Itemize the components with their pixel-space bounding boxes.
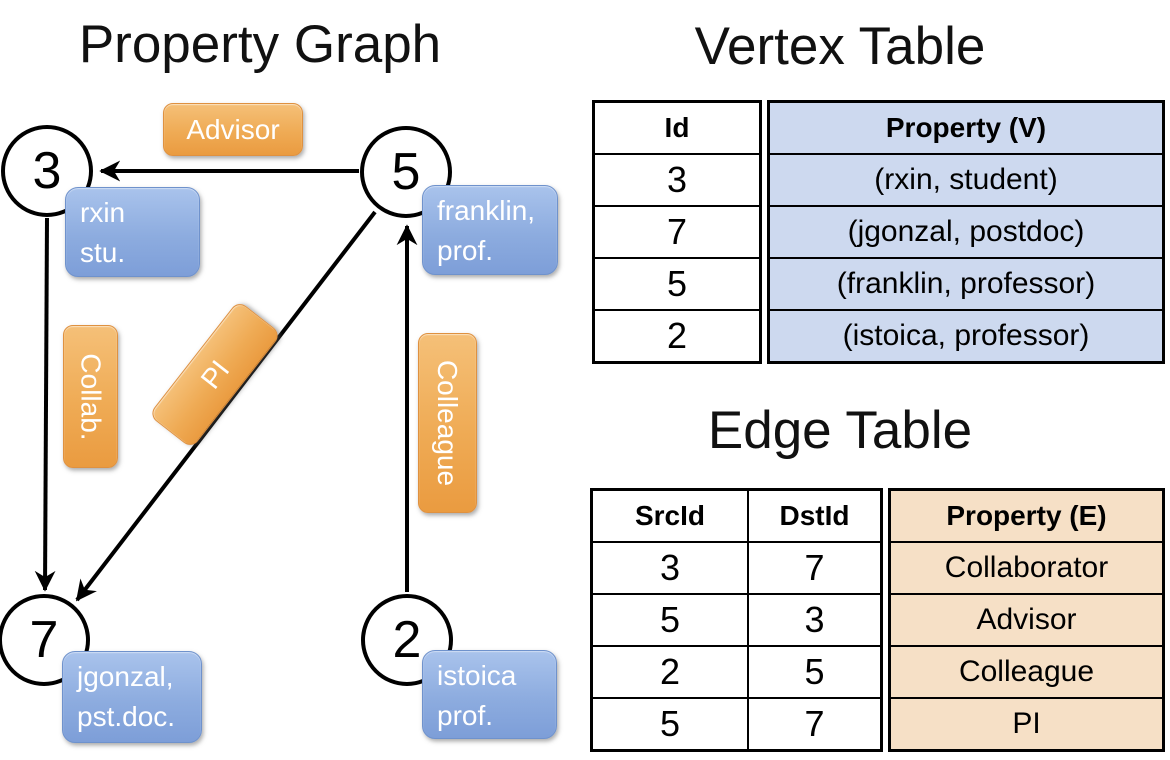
table-row: Collaborator <box>888 541 1165 595</box>
edge-header-row: SrcId DstId <box>590 488 883 543</box>
vertex-property-box-2-line2: prof. <box>437 700 494 731</box>
vertex-node-3-id: 3 <box>32 142 62 200</box>
table-row: 7 <box>592 205 762 259</box>
edge-property-cell: Colleague <box>888 645 1165 699</box>
edge-label-advisor: Advisor <box>163 103 303 156</box>
vertex-property-box-3-line2: stu. <box>80 237 126 268</box>
vertex-node-2: 2 <box>361 594 453 686</box>
table-row: (franklin, professor) <box>767 257 1165 311</box>
vertex-id-cell: 2 <box>592 309 762 364</box>
vertex-id-cell: 7 <box>592 205 762 259</box>
graph-edges-layer <box>34 160 418 602</box>
edge-property-header: Property (E) <box>888 488 1165 543</box>
vertex-property-cell: (istoica, professor) <box>767 309 1165 364</box>
table-row: (rxin, student) <box>767 153 1165 207</box>
vertex-property-box-7-line1: jgonzal, <box>77 661 174 692</box>
vertex-id-cell: 3 <box>592 153 762 207</box>
vertex-id-column: Id 3 7 5 2 <box>592 100 762 364</box>
edge-property-cell: Advisor <box>888 593 1165 647</box>
edge-srcid-cell: 2 <box>590 645 749 699</box>
edge-property-cell: Collaborator <box>888 541 1165 595</box>
edge-label-advisor-text: Advisor <box>186 113 280 145</box>
table-row: 2 <box>592 309 762 364</box>
edge-label-collab-text: Collab. <box>75 352 107 441</box>
vertex-table: Id 3 7 5 2 Property (V) (rxin, student) … <box>592 100 1165 364</box>
edge-property-cell: PI <box>888 697 1165 752</box>
vertex-property-cell: (franklin, professor) <box>767 257 1165 311</box>
edge-dstid-cell: 3 <box>747 593 883 647</box>
vertex-node-5: 5 <box>360 126 452 218</box>
table-row: 5 <box>592 257 762 311</box>
vertex-property-box-5-line1: franklin, <box>437 195 536 226</box>
vertex-node-5-id: 5 <box>391 143 421 201</box>
vertex-property-box-5-line2: prof. <box>437 235 494 266</box>
edge-srcid-header: SrcId <box>590 488 749 543</box>
edge-srcid-cell: 5 <box>590 697 749 752</box>
vertex-id-header: Id <box>592 100 762 155</box>
edge-label-collab: Collab. <box>63 325 118 468</box>
edge-collab-3-to-7 <box>34 217 56 592</box>
table-row: Colleague <box>888 645 1165 699</box>
vertex-property-box-2-line1: istoica <box>437 660 517 691</box>
vertex-property-box-5: franklin, prof. <box>422 185 558 275</box>
table-row: 3 7 <box>590 541 883 595</box>
edge-srcid-cell: 5 <box>590 593 749 647</box>
vertex-node-2-id: 2 <box>392 611 422 669</box>
vertex-property-box-3-line1: rxin <box>80 197 126 228</box>
vertex-property-header: Property (V) <box>767 100 1165 155</box>
vertex-property-box-2: istoica prof. <box>422 650 557 739</box>
table-row: (jgonzal, postdoc) <box>767 205 1165 259</box>
edge-label-pi-text: PI <box>194 354 235 395</box>
edge-dstid-cell: 5 <box>747 645 883 699</box>
edge-srcid-cell: 3 <box>590 541 749 595</box>
edge-label-colleague: Colleague <box>418 333 477 513</box>
vertex-property-cell: (jgonzal, postdoc) <box>767 205 1165 259</box>
table-row: 5 7 <box>590 697 883 752</box>
table-row: PI <box>888 697 1165 752</box>
table-row: (istoica, professor) <box>767 309 1165 364</box>
vertex-property-header-row: Property (V) <box>767 100 1165 155</box>
vertex-property-box-7: jgonzal, pst.doc. <box>62 651 202 743</box>
edge-property-header-row: Property (E) <box>888 488 1165 543</box>
edge-table: SrcId DstId 3 7 5 3 2 5 5 7 Property (E) <box>590 488 1165 752</box>
table-row: 3 <box>592 153 762 207</box>
edge-dstid-cell: 7 <box>747 541 883 595</box>
edge-label-colleague-text: Colleague <box>432 359 464 487</box>
vertex-id-cell: 5 <box>592 257 762 311</box>
vertex-property-cell: (rxin, student) <box>767 153 1165 207</box>
edge-dstid-header: DstId <box>747 488 883 543</box>
table-row: 2 5 <box>590 645 883 699</box>
edge-src-dst-columns: SrcId DstId 3 7 5 3 2 5 5 7 <box>590 488 883 752</box>
vertex-property-box-3: rxin stu. <box>65 187 200 277</box>
edge-property-column: Property (E) Collaborator Advisor Collea… <box>888 488 1165 752</box>
table-row: 5 3 <box>590 593 883 647</box>
table-row: Advisor <box>888 593 1165 647</box>
property-graph-title: Property Graph <box>78 15 442 74</box>
edge-pi-5-to-7 <box>75 210 377 602</box>
vertex-id-header-row: Id <box>592 100 762 155</box>
vertex-property-column: Property (V) (rxin, student) (jgonzal, p… <box>767 100 1165 364</box>
vertex-table-title: Vertex Table <box>694 17 986 76</box>
edge-dstid-cell: 7 <box>747 697 883 752</box>
vertex-node-7-id: 7 <box>29 611 59 669</box>
vertex-property-box-7-line2: pst.doc. <box>77 701 176 732</box>
edge-table-title: Edge Table <box>707 401 973 460</box>
